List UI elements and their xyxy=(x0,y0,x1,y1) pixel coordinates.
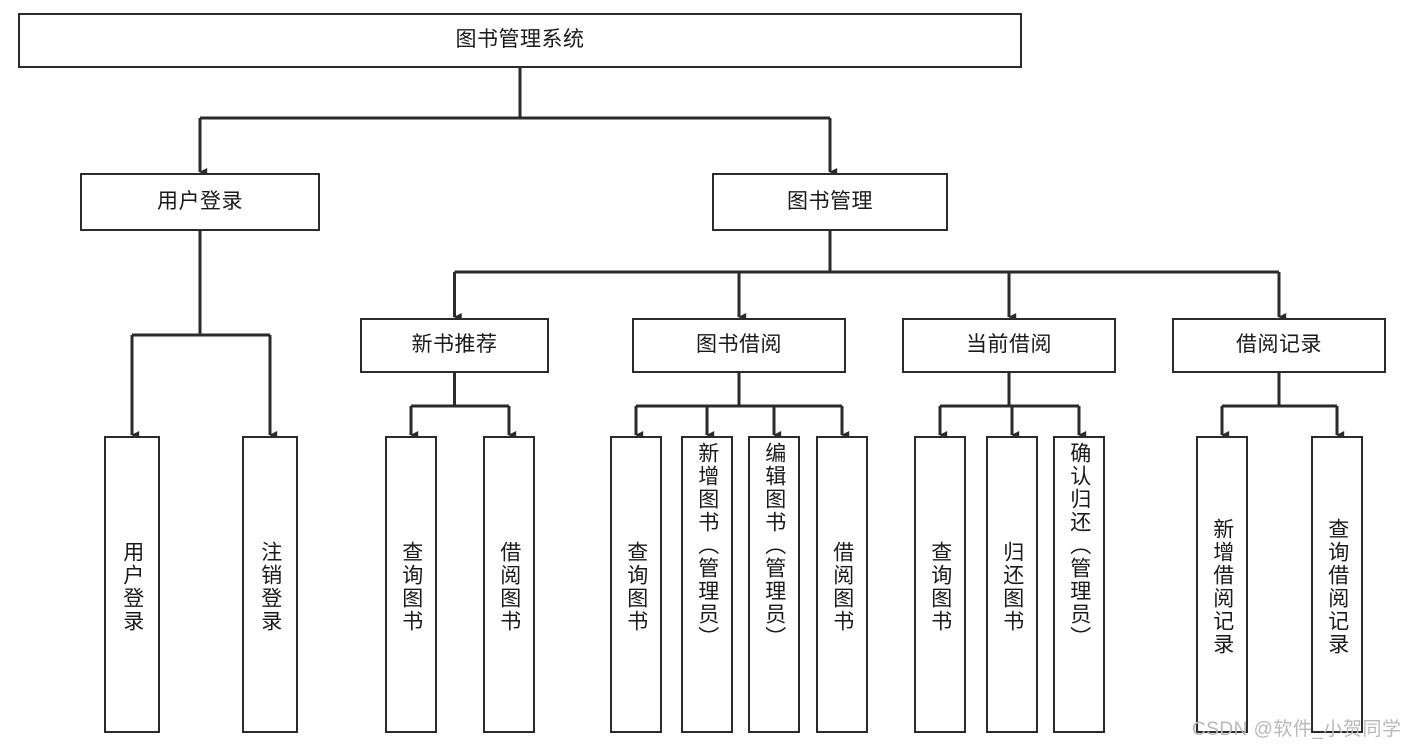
node-label: 新书推荐 xyxy=(411,333,498,357)
node-label: 查询图书 xyxy=(399,540,423,633)
node-label: 借阅图书 xyxy=(497,540,521,633)
node-leaf-add-book-admin[interactable]: 新增图书（管理员） xyxy=(681,436,733,733)
node-leaf-query-book-1[interactable]: 查询图书 xyxy=(385,436,437,733)
node-leaf-borrow-book-2[interactable]: 借阅图书 xyxy=(816,436,868,733)
watermark-text: CSDN @软件_小贺同学 xyxy=(1192,719,1402,740)
node-label: 查询图书 xyxy=(928,540,952,633)
node-label: 编辑图书（管理员） xyxy=(762,442,786,649)
node-root[interactable]: 图书管理系统 xyxy=(18,13,1022,68)
node-borrow-record[interactable]: 借阅记录 xyxy=(1172,318,1386,373)
node-leaf-confirm-return-admin[interactable]: 确认归还（管理员） xyxy=(1053,436,1105,733)
node-book-manage[interactable]: 图书管理 xyxy=(712,173,948,231)
node-label: 查询图书 xyxy=(624,540,648,633)
node-label: 借阅图书 xyxy=(830,540,854,633)
node-label: 当前借阅 xyxy=(966,333,1052,357)
node-label: 查询借阅记录 xyxy=(1325,517,1349,656)
node-leaf-query-borrow-record[interactable]: 查询借阅记录 xyxy=(1311,436,1363,733)
node-label: 新增图书（管理员） xyxy=(695,442,719,649)
node-leaf-return-book[interactable]: 归还图书 xyxy=(986,436,1038,733)
node-leaf-query-book-3[interactable]: 查询图书 xyxy=(914,436,966,733)
node-label: 归还图书 xyxy=(1000,540,1024,633)
node-label: 图书借阅 xyxy=(696,333,782,357)
node-label: 新增借阅记录 xyxy=(1210,517,1234,656)
node-label: 用户登录 xyxy=(120,540,144,633)
node-new-book-recommend[interactable]: 新书推荐 xyxy=(360,318,549,373)
node-label: 图书管理系统 xyxy=(455,28,585,52)
node-leaf-borrow-book-1[interactable]: 借阅图书 xyxy=(483,436,535,733)
node-leaf-query-book-2[interactable]: 查询图书 xyxy=(610,436,662,733)
node-label: 借阅记录 xyxy=(1236,333,1322,357)
node-leaf-user-logout[interactable]: 注销登录 xyxy=(242,436,298,733)
node-label: 确认归还（管理员） xyxy=(1067,442,1091,649)
node-label: 图书管理 xyxy=(787,189,873,213)
node-leaf-add-borrow-record[interactable]: 新增借阅记录 xyxy=(1196,436,1248,733)
node-label: 注销登录 xyxy=(258,540,282,633)
connector-lines xyxy=(130,68,1345,439)
node-leaf-edit-book-admin[interactable]: 编辑图书（管理员） xyxy=(748,436,800,733)
node-label: 用户登录 xyxy=(157,189,243,213)
node-current-borrow[interactable]: 当前借阅 xyxy=(902,318,1116,373)
node-leaf-user-login[interactable]: 用户登录 xyxy=(104,436,160,733)
node-book-borrow[interactable]: 图书借阅 xyxy=(632,318,846,373)
node-user-login[interactable]: 用户登录 xyxy=(80,173,320,231)
